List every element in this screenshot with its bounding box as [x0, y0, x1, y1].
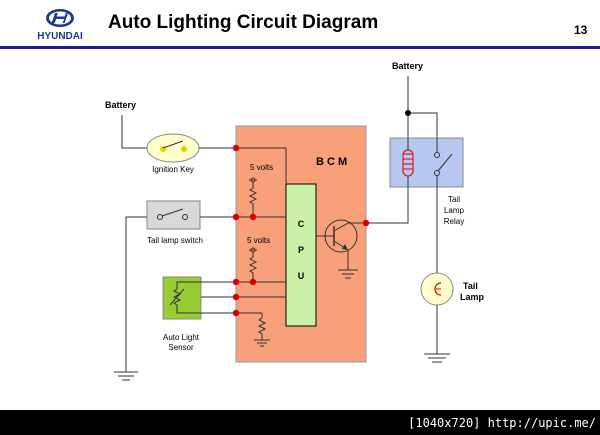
battery-right-label: Battery — [392, 61, 423, 71]
ignition-key-label: Ignition Key — [152, 165, 194, 174]
wire-transistor-relay — [348, 186, 409, 224]
volts-top-label: 5 volts — [250, 163, 273, 172]
node-tail-switch — [249, 213, 257, 221]
cpu-block — [285, 183, 317, 327]
cpu-letter-p: P — [298, 245, 304, 255]
auto-light-sensor-label-2: Sensor — [168, 343, 194, 352]
node-sensor-1 — [249, 278, 257, 286]
relay-label-2: Lamp — [444, 206, 465, 215]
header-rule — [0, 46, 600, 49]
wire-battery-left — [121, 115, 150, 149]
header: HYUNDAI Auto Lighting Circuit Diagram 13 — [0, 0, 600, 46]
brand-text: HYUNDAI — [37, 31, 83, 42]
bcm-pin-sensor-2 — [232, 293, 240, 301]
bcm-pin-tail-switch — [232, 213, 240, 221]
wire-tail-switch-ground — [125, 216, 147, 372]
bcm-ground-resistor — [257, 313, 267, 340]
tail-lamp-label-1: Tail — [463, 281, 478, 291]
sensor-resistor — [172, 286, 182, 309]
volts-bottom-label: 5 volts — [247, 236, 270, 245]
tail-lamp-relay — [389, 137, 464, 188]
tail-switch-contact-right — [182, 214, 188, 220]
tail-lamp-label-2: Lamp — [460, 292, 485, 302]
transistor-emitter-arrow — [342, 244, 348, 250]
junction-node-battery — [405, 110, 411, 116]
tail-lamp-filament — [434, 282, 442, 296]
bcm-pin-ignition — [232, 144, 240, 152]
ignition-contact-arm — [162, 140, 184, 149]
pullup-resistor-bottom — [248, 252, 258, 282]
relay-contact-arm — [437, 153, 453, 172]
ignition-contact-right — [181, 146, 187, 152]
sensor-wire-bottom — [176, 309, 189, 314]
tail-switch-contact-left — [157, 214, 163, 220]
footer-watermark: [1040x720] http://upic.me/ — [408, 416, 596, 430]
bcm-pin-relay — [362, 219, 370, 227]
tail-lamp-switch-label: Tail lamp switch — [147, 236, 203, 245]
wire-battery-relay-contact — [408, 112, 438, 138]
sensor-wire-top — [176, 281, 189, 286]
bcm-pin-sensor-1 — [232, 278, 240, 286]
bcm-pin-sensor-3 — [232, 309, 240, 317]
relay-contact-bottom — [434, 170, 440, 176]
relay-contact-top — [434, 152, 440, 158]
pullup-resistor-top — [248, 182, 258, 210]
relay-label-1: Tail — [448, 195, 460, 204]
hyundai-logo: HYUNDAI — [37, 9, 83, 42]
slide: HYUNDAI Auto Lighting Circuit Diagram 13… — [0, 0, 600, 410]
relay-label-3: Relay — [444, 217, 464, 226]
auto-light-sensor-label-1: Auto Light — [163, 333, 200, 342]
sensor-wiper — [169, 288, 185, 306]
page-title: Auto Lighting Circuit Diagram — [108, 12, 379, 33]
transistor-collector — [333, 222, 349, 232]
tail-switch-arm — [161, 208, 184, 217]
circuit-diagram: B C M C P U Battery Ignition Key 5 volts… — [105, 61, 485, 381]
cpu-letter-u: U — [298, 271, 305, 281]
auto-light-sensor — [162, 276, 202, 320]
tail-lamp-switch — [146, 200, 201, 230]
cpu-letter-c: C — [298, 219, 305, 229]
page-number: 13 — [574, 23, 588, 37]
battery-left-label: Battery — [105, 100, 136, 110]
ignition-key-switch — [146, 133, 200, 163]
bcm-label: B C M — [316, 156, 347, 168]
